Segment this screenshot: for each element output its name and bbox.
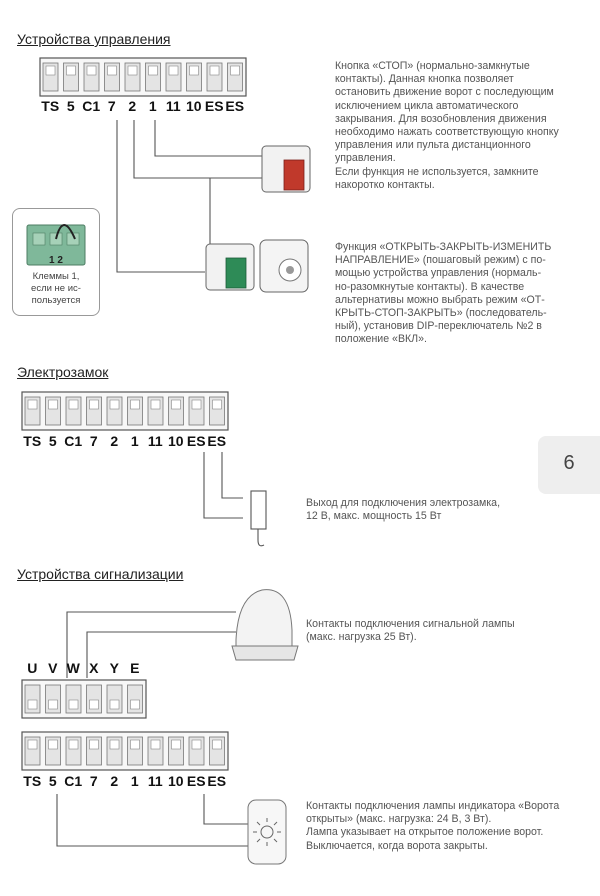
indicator-description: Контакты подключения лампы индикатора «В…	[306, 800, 576, 853]
text-line: 12 В, макс. мощность 15 Вт	[306, 510, 442, 523]
section-title-signal: Устройства сигнализации	[17, 566, 184, 582]
text-line: закрывания. Для возобновления движения	[335, 112, 547, 125]
text-line: КРЫТЬ-СТОП-ЗАКРЫТЬ» (последователь-	[335, 307, 547, 320]
text-line: Если функция не используется, замкните	[335, 165, 539, 178]
section-title-control: Устройства управления	[17, 31, 171, 47]
text-line: накоротко контакты.	[335, 178, 435, 191]
terminal-block-signal	[21, 731, 229, 771]
open-button-device	[205, 243, 255, 291]
text-line: (макс. нагрузка 25 Вт).	[306, 631, 417, 644]
terminal-label: 7	[89, 433, 98, 449]
terminal-labels-lock: TS 5 C1 7 2 1 11 10 ES ES	[22, 433, 227, 449]
terminal-label: TS	[41, 98, 60, 114]
text-line: управления.	[335, 152, 396, 165]
terminal-label: V	[48, 660, 58, 676]
terminal-label: C1	[64, 773, 83, 789]
text-line: положение «ВКЛ».	[335, 333, 427, 346]
terminal-label: 5	[66, 98, 75, 114]
text-line: необходимо нажать соответствующую кнопку	[335, 126, 559, 139]
text-line: остановить движение ворот с последующим	[335, 86, 554, 99]
terminal-label: 11	[147, 433, 163, 449]
terminal-label: TS	[23, 773, 42, 789]
terminal-label: C1	[64, 433, 83, 449]
page-number-tab: 6	[538, 436, 600, 494]
terminal-label: X	[89, 660, 99, 676]
caption-line: Клеммы 1,	[32, 271, 80, 282]
text-line: Лампа указывает на открытое положение во…	[306, 826, 544, 839]
terminal-labels-control: TS 5 C1 7 2 1 11 10 ES ES	[40, 98, 245, 114]
text-line: мощью устройства управления (нормаль-	[335, 267, 542, 280]
open-description: Функция «ОТКРЫТЬ-ЗАКРЫТЬ-ИЗМЕНИТЬ НАПРАВ…	[335, 241, 585, 347]
terminal-label: ES	[186, 773, 206, 789]
terminal-label: 10	[185, 98, 202, 114]
terminal-label: Y	[109, 660, 119, 676]
indicator-lamp-device	[247, 799, 287, 865]
terminal-label: 10	[167, 773, 184, 789]
terminal-labels-signal-top: U V W X Y E	[22, 660, 145, 676]
terminal-label: ES	[207, 773, 227, 789]
section-title-lock: Электрозамок	[17, 364, 109, 380]
text-line: ный), установив DIP-переключатель №2 в	[335, 320, 542, 333]
terminal-label: 2	[110, 773, 119, 789]
terminal-label: ES	[204, 98, 224, 114]
text-line: Кнопка «СТОП» (нормально-замкнутые	[335, 60, 530, 72]
terminal-label: E	[130, 660, 140, 676]
terminal-label: 5	[48, 773, 57, 789]
terminal-label: C1	[82, 98, 101, 114]
key-switch-device	[259, 239, 309, 293]
terminal-label: ES	[207, 433, 227, 449]
caption-line: пользуется	[31, 295, 81, 306]
page-number: 6	[563, 452, 575, 474]
jumper-pins: 1 2	[49, 255, 63, 266]
text-line: Контакты подключения сигнальной лампы	[306, 618, 515, 630]
terminal-label: ES	[186, 433, 206, 449]
terminal-block-signal-top	[21, 679, 147, 719]
terminal-label: 1	[130, 773, 139, 789]
caption-line: если не ис-	[31, 283, 81, 294]
text-line: НАПРАВЛЕНИЕ» (пошаговый режим) с по-	[335, 254, 546, 267]
terminal-label: W	[66, 660, 80, 676]
jumper-icon	[26, 224, 86, 266]
jumper-inset: 1 2 Клеммы 1, если не ис- пользуется	[12, 208, 100, 316]
terminal-labels-signal: TS 5 C1 7 2 1 11 10 ES ES	[22, 773, 227, 789]
text-line: открыты» (макс. нагрузка: 24 В, 3 Вт).	[306, 813, 492, 826]
terminal-label: 5	[48, 433, 57, 449]
terminal-block-control	[39, 57, 247, 97]
text-line: управления или пульта дистанционного	[335, 139, 531, 152]
text-line: исключением цикла автоматического	[335, 99, 519, 112]
text-line: Контакты подключения лампы индикатора «В…	[306, 800, 560, 812]
lamp-description: Контакты подключения сигнальной лампы (м…	[306, 618, 556, 644]
text-line: но-разомкнутые контакты). В качестве	[335, 280, 525, 293]
text-line: альтернативы можно выбрать режим «ОТ-	[335, 293, 545, 306]
terminal-label: 1	[130, 433, 139, 449]
text-line: Выключается, когда ворота закрыты.	[306, 839, 488, 852]
terminal-label: 10	[167, 433, 184, 449]
terminal-block-lock	[21, 391, 229, 431]
text-line: Функция «ОТКРЫТЬ-ЗАКРЫТЬ-ИЗМЕНИТЬ	[335, 241, 552, 253]
terminal-label: 7	[89, 773, 98, 789]
signal-lamp-device	[231, 589, 299, 661]
terminal-label: TS	[23, 433, 42, 449]
terminal-label: ES	[225, 98, 245, 114]
terminal-label: 11	[147, 773, 163, 789]
terminal-label: 11	[165, 98, 181, 114]
terminal-label: U	[27, 660, 38, 676]
terminal-label: 1	[148, 98, 157, 114]
terminal-label: 2	[128, 98, 137, 114]
jumper-caption: Клеммы 1, если не ис- пользуется	[13, 271, 99, 307]
terminal-label: 2	[110, 433, 119, 449]
text-line: контакты). Данная кнопка позволяет	[335, 73, 514, 86]
text-line: Выход для подключения электрозамка,	[306, 497, 501, 509]
stop-button-device	[261, 145, 311, 193]
lock-description: Выход для подключения электрозамка, 12 В…	[306, 497, 546, 523]
terminal-label: 7	[107, 98, 116, 114]
stop-description: Кнопка «СТОП» (нормально-замкнутые конта…	[335, 60, 585, 192]
